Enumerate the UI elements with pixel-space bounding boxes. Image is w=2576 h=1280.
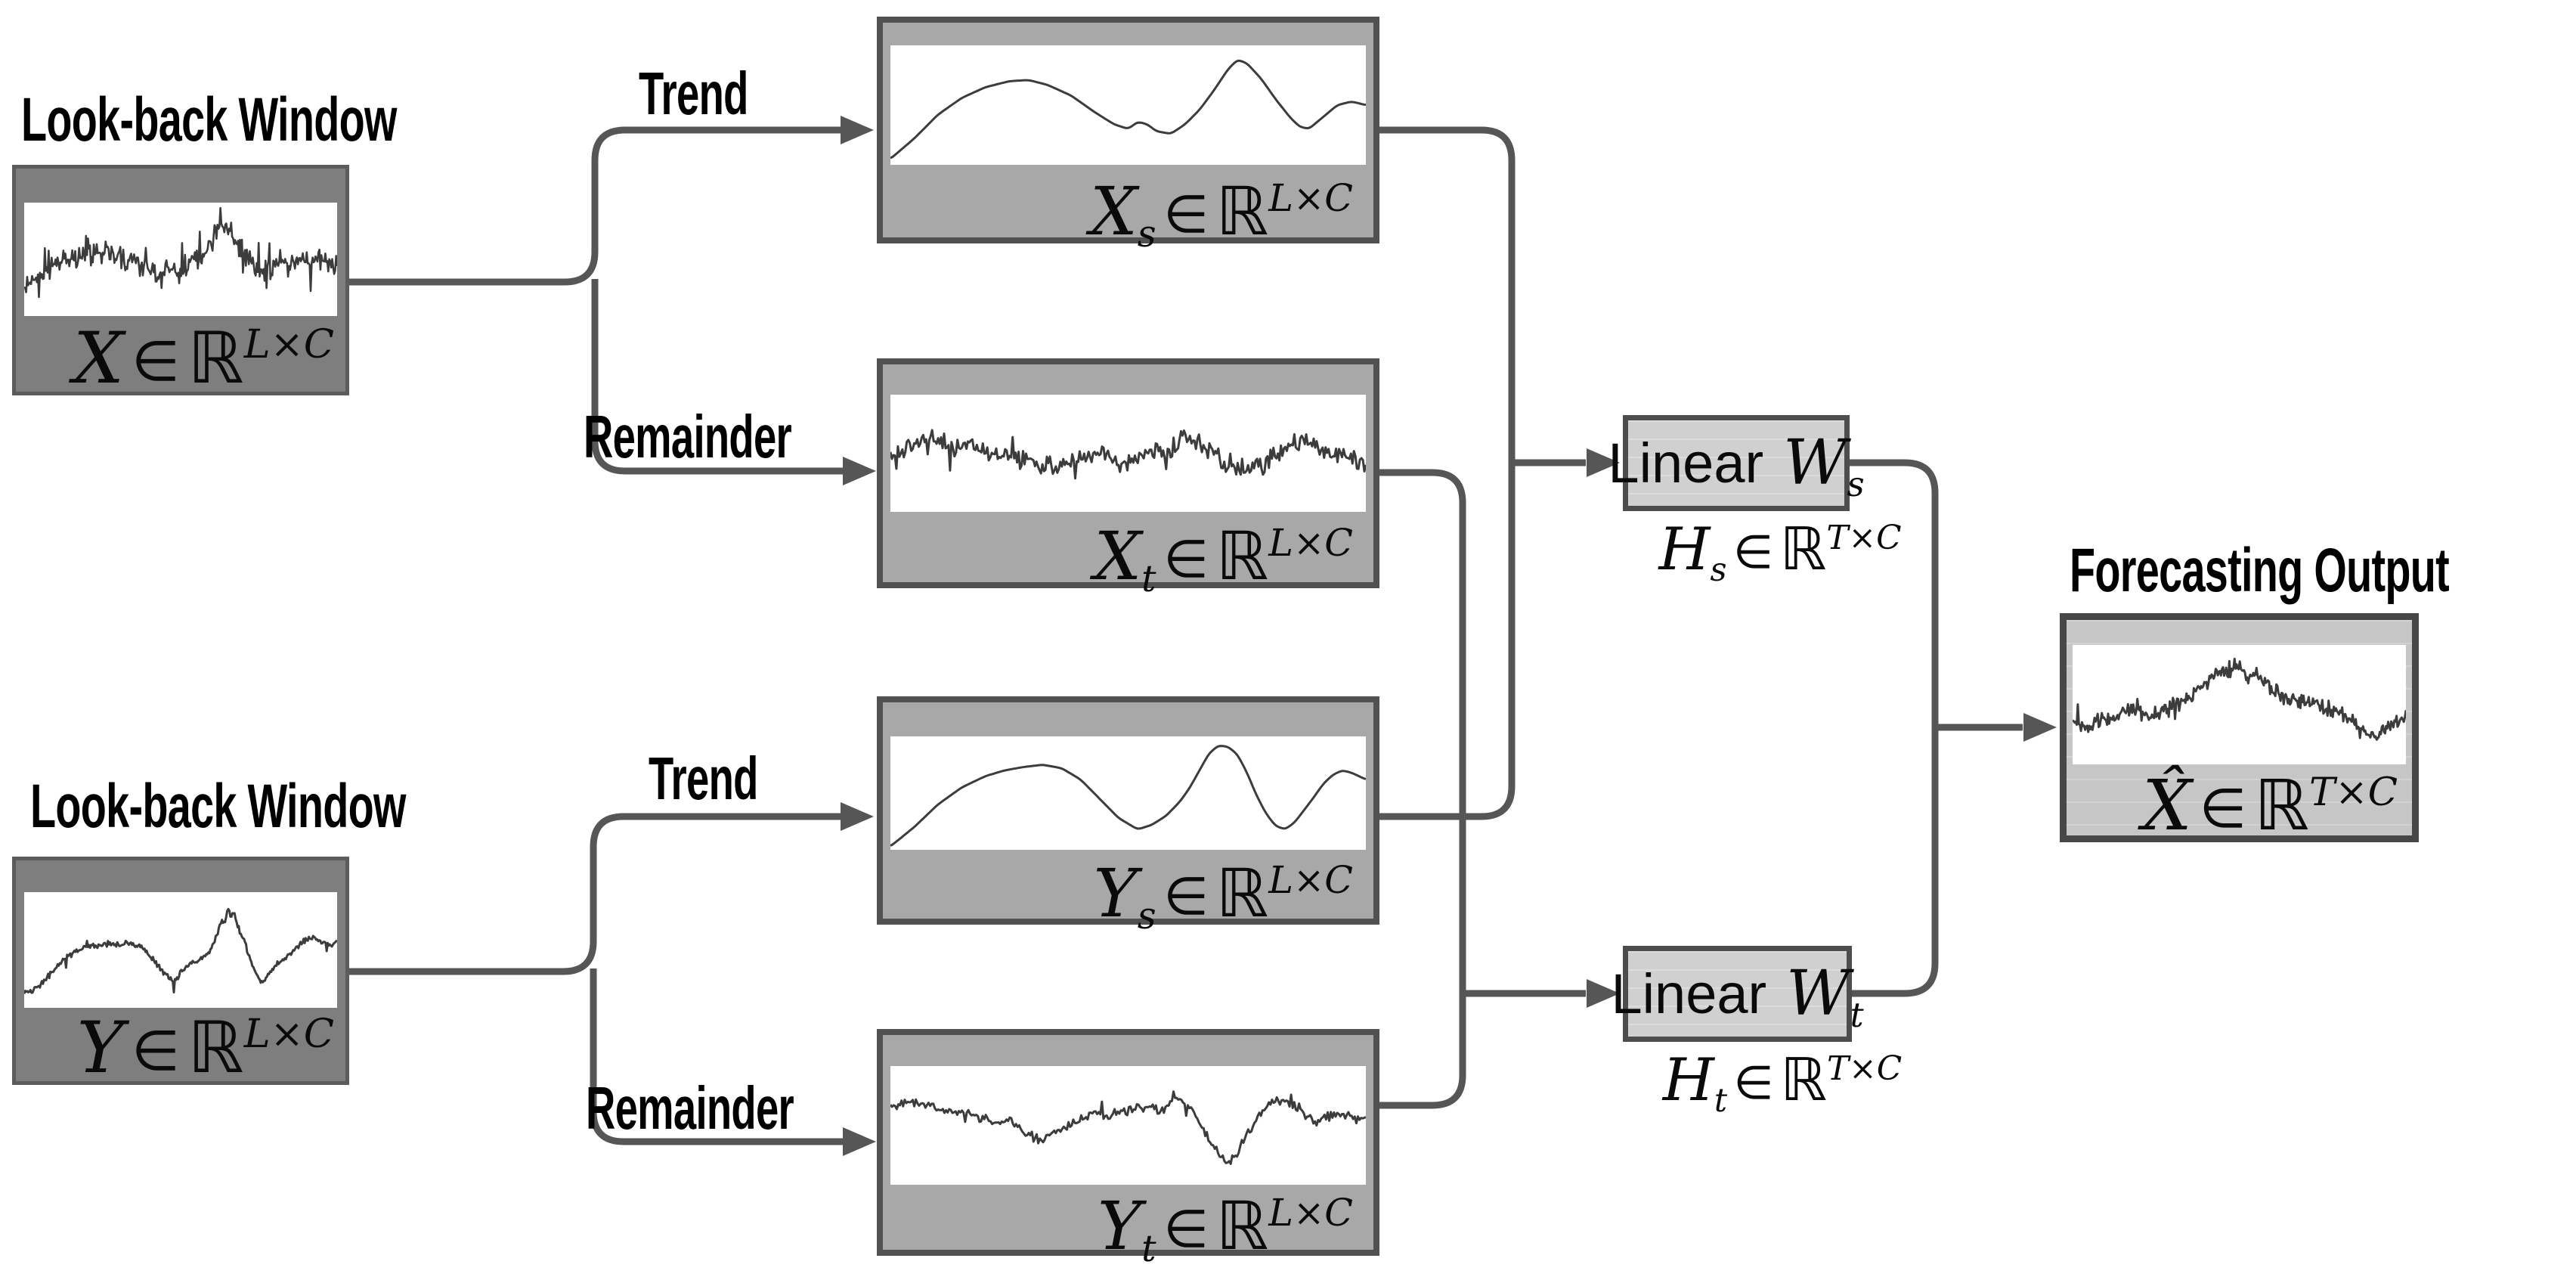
ys-trend-signal-plot bbox=[890, 736, 1366, 850]
y-dimension-label: Y∈ℝL×C bbox=[76, 1007, 334, 1089]
yt-dimension-label: Yt∈ℝL×C bbox=[1098, 1187, 1353, 1271]
noisy-series-icon bbox=[24, 907, 337, 994]
hs-dimension-label: Hs∈ℝT×C bbox=[1658, 516, 1902, 589]
xs-trend-signal-plot bbox=[890, 45, 1366, 165]
smooth-series-icon bbox=[890, 745, 1366, 847]
arrowhead-icon bbox=[2023, 713, 2057, 742]
edge-xs-ys-merge bbox=[1379, 126, 1516, 820]
linear-wt-label: Linear bbox=[1611, 962, 1767, 1025]
forecast-signal-plot bbox=[2073, 645, 2406, 764]
smooth-series-icon bbox=[890, 59, 1366, 160]
lookback-y-signal-plot bbox=[24, 892, 337, 1008]
edge-x-to-trend bbox=[349, 126, 841, 286]
yt-remainder-signal-plot bbox=[890, 1066, 1366, 1185]
remainder-label-bottom: Remainder bbox=[586, 1074, 794, 1142]
arrowhead-icon bbox=[843, 457, 876, 485]
linear-ws-label: Linear bbox=[1608, 431, 1764, 494]
noisy-series-icon bbox=[24, 206, 337, 299]
xt-remainder-signal-plot bbox=[890, 395, 1366, 512]
edge-xt-yt-merge bbox=[1379, 469, 1466, 1109]
noisy-series-icon bbox=[2073, 657, 2406, 741]
forecasting-output-title: Forecasting Output bbox=[2070, 536, 2450, 605]
arrowhead-icon bbox=[841, 802, 874, 831]
trend-label-bottom: Trend bbox=[649, 745, 758, 812]
lookback-window-title-top: Look-back Window bbox=[21, 85, 397, 154]
arrowhead-icon bbox=[843, 1127, 876, 1156]
noisy-series-icon bbox=[890, 429, 1366, 480]
ys-dimension-label: Ys∈ℝL×C bbox=[1093, 854, 1353, 938]
linear-wt-box: Linear Wt bbox=[1611, 946, 1864, 1042]
lookback-window-title-bottom: Look-back Window bbox=[30, 772, 406, 841]
lookback-x-signal-plot bbox=[24, 203, 337, 316]
trend-label-top: Trend bbox=[639, 60, 748, 127]
xs-dimension-label: Xs∈ℝL×C bbox=[1090, 172, 1353, 256]
linear-ws-box: Linear Ws bbox=[1608, 415, 1865, 511]
noisy-series-icon bbox=[890, 1090, 1366, 1165]
xt-dimension-label: Xt∈ℝL×C bbox=[1094, 517, 1353, 601]
edge-y-to-trend bbox=[349, 813, 841, 975]
ht-dimension-label: Ht∈ℝT×C bbox=[1662, 1046, 1903, 1120]
arrowhead-icon bbox=[841, 116, 874, 144]
x-dimension-label: X∈ℝL×C bbox=[73, 318, 334, 400]
xhat-dimension-label: X̂∈ℝT×C bbox=[2142, 765, 2398, 846]
linear-ws-weight: Ws bbox=[1783, 426, 1865, 504]
remainder-label-top: Remainder bbox=[584, 403, 792, 470]
linear-wt-weight: Wt bbox=[1786, 957, 1864, 1035]
